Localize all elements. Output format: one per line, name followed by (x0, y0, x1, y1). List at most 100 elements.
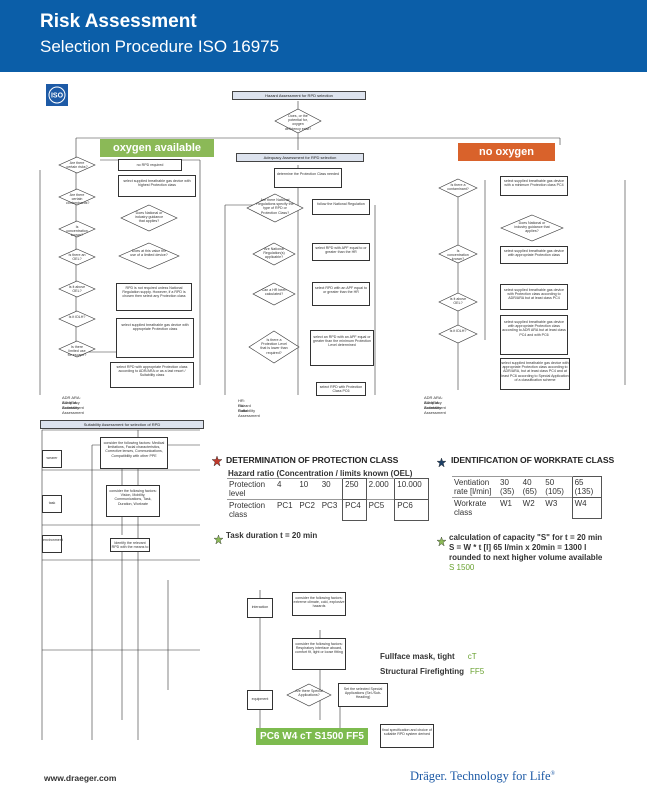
protection-class-table: Protection level 4 10 30 250 2.000 10.00… (227, 478, 429, 521)
table-cell: W4 (571, 497, 603, 519)
decision-diamond: Are there certain contaminants? (58, 188, 96, 206)
action-box: consider the following factors: Respirat… (292, 638, 346, 670)
action-box: select supplied breathable gas device wi… (118, 175, 196, 197)
table-cell: PC3 (319, 499, 343, 520)
swimlane-label: task (42, 495, 62, 513)
oxygen-deficiency-decision: Does, or the potential for, oxygen defic… (274, 108, 322, 134)
star-icon (211, 453, 223, 467)
action-box: select RPD with an APF equal to or great… (312, 282, 370, 306)
action-box: select RPD with APF equal to or greater … (312, 243, 370, 261)
capacity-calculation: calculation of capacity "S" for t = 20 m… (449, 533, 603, 572)
decision-diamond: Is concentration known? (438, 244, 478, 264)
page-subtitle: Selection Procedure ISO 16975 (40, 37, 280, 56)
swimlane-label: equipment (247, 690, 273, 710)
action-box: determine the Protection Class needed (274, 168, 342, 188)
no-oxygen-tag: no oxygen (458, 143, 555, 161)
workrate-title: IDENTIFICATION OF WORKRATE CLASS (451, 455, 615, 465)
oxygen-available-tag: oxygen available (100, 139, 214, 157)
swimlane-label: interaction (247, 598, 273, 618)
decision-diamond: Are National Regulation(s) applicable? (252, 242, 296, 266)
action-box: select supplied breathable gas device wi… (116, 318, 194, 358)
mid-footer-note: SU: Suitability Assessment (238, 403, 260, 418)
right-footer-note: ADR ARA: Adequacy Assessment (424, 395, 446, 410)
table-cell: 2.000 (366, 478, 395, 500)
protection-class-title: DETERMINATION OF PROTECTION CLASS (226, 455, 399, 465)
hazard-ratio-subtitle: Hazard ratio (Concentration / limits kno… (228, 469, 413, 478)
decision-diamond: Are there National Regulations specify t… (246, 193, 304, 223)
star-icon (436, 454, 447, 468)
action-box: consider the following factors: Medical … (100, 437, 168, 469)
action-box: select supplied breathable gas device wi… (500, 284, 568, 310)
decision-diamond: Is it IDLH? (58, 310, 96, 328)
table-cell: 30 (319, 478, 343, 500)
action-box: select supplied breathable gas device wi… (500, 315, 568, 355)
action-diamond: Does at this value the use of a limited … (118, 242, 180, 270)
table-cell: 10.000 (394, 478, 429, 500)
action-box: Identify the relevant RPD with the means… (110, 538, 150, 552)
workrate-table: Ventiation rate [l/min] 30(35) 40(65) 50… (452, 476, 603, 519)
table-cell: W3 (543, 497, 573, 518)
decision-diamond: Is there a contaminant? (438, 178, 478, 198)
decision-diamond: Is it IDLH? (438, 324, 478, 344)
decision-diamond: Is there an OEL? (58, 248, 96, 266)
table-cell: PC2 (297, 499, 320, 520)
brand-tagline: Dräger. Technology for Life® (410, 769, 556, 783)
row-label: Ventiation rate [l/min] (452, 476, 498, 498)
table-cell: 30(35) (498, 476, 521, 498)
action-box: follow the National Regulation (312, 199, 370, 215)
action-box: select an RPD with an APF equal or great… (310, 330, 374, 366)
table-cell: W1 (498, 497, 521, 518)
action-box: select RPD with Protection Class PC6 (316, 382, 366, 396)
hazard-assessment-bar: Hazard Assessment for RPD selection (232, 91, 366, 100)
action-box: no RPD required (118, 159, 182, 171)
table-cell: W2 (520, 497, 544, 518)
decision-diamond: Is it above OEL? (58, 280, 96, 298)
mid-footer-note: HR: Hazard Ratio (238, 398, 251, 413)
decision-diamond: Is it above OEL? (438, 292, 478, 312)
action-box: select RPD with appropriate Protection c… (110, 362, 194, 388)
decision-diamond: Are there Special Applications? (286, 683, 332, 707)
table-cell: 50(105) (543, 476, 573, 498)
decision-diamond: Is concentration known? (58, 220, 96, 238)
result-code-badge: PC6 W4 cT S1500 FF5 (256, 728, 368, 745)
page-header: Risk Assessment Selection Procedure ISO … (0, 0, 647, 72)
action-box: select supplied breathable gas device wi… (500, 246, 568, 264)
action-box: select supplied breathable gas device wi… (500, 358, 570, 390)
decision-diamond: Is there a Protection Level that is lowe… (248, 330, 300, 364)
table-cell: PC6 (394, 499, 429, 521)
swimlane-label: environment (42, 535, 63, 553)
action-box: Set the selected Special Applications (S… (338, 683, 388, 707)
action-box: RPD is not required unless National Regu… (116, 283, 192, 311)
row-label: Protection level (227, 478, 275, 500)
task-duration: Task duration t = 20 min (226, 531, 318, 540)
row-label: Protection class (227, 499, 275, 520)
action-box: consider the following factors: extreme … (292, 592, 346, 616)
star-icon (436, 533, 447, 547)
suitability-assessment-bar: Suitability Assessment for selection of … (40, 420, 204, 429)
action-box: consider the following factors: Vision, … (106, 485, 160, 517)
action-diamond: Does National or industry guidance that … (500, 214, 564, 242)
final-specification-box: final specification and choice of suitab… (380, 724, 434, 748)
table-cell: 65(135) (571, 476, 603, 498)
decision-diamond: Can a HR been calculated? (252, 282, 296, 306)
iso-logo: ISO (46, 84, 68, 106)
right-footer-note: SU ARA: Suitability Assessment (424, 400, 446, 415)
footer-url[interactable]: www.draeger.com (44, 773, 117, 783)
star-icon (213, 531, 224, 545)
action-diamond: Does National or industry guidance that … (120, 204, 178, 232)
table-cell: PC4 (342, 499, 367, 521)
table-cell: PC5 (366, 499, 395, 520)
svg-text:ISO: ISO (51, 93, 64, 100)
swimlane-label: wearer (42, 450, 62, 468)
table-cell: 10 (297, 478, 320, 500)
decision-diamond: Are there certain risks? (58, 156, 96, 174)
adequacy-assessment-bar: Adequacy Assessment for RPD selection (236, 153, 364, 162)
left-footer-note: ADR ARA: Adequacy Assessment (62, 395, 84, 410)
left-footer-note: SU ARA: Suitability Assessment (62, 400, 84, 415)
table-cell: 250 (342, 478, 367, 500)
row-label: Workrate class (452, 497, 498, 518)
table-cell: PC1 (275, 499, 298, 520)
